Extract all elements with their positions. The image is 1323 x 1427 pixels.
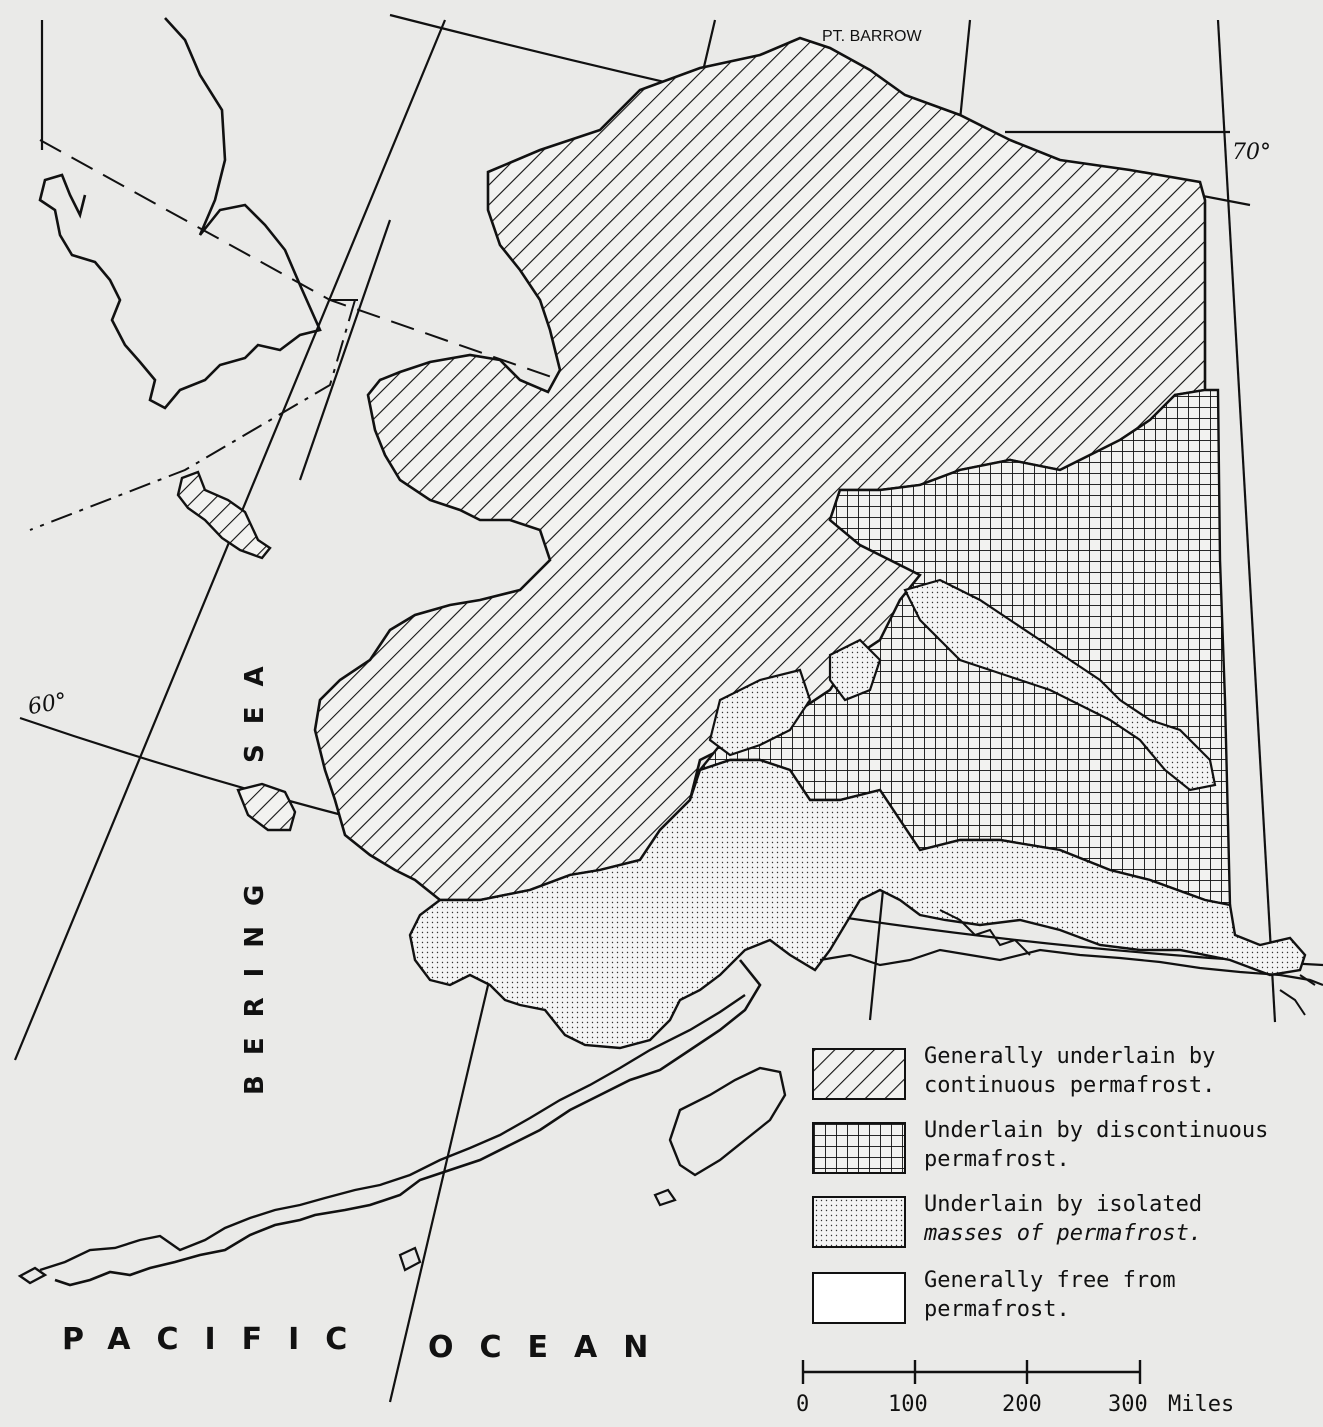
legend-text: Underlain by discontinuous permafrost. [924, 1116, 1323, 1174]
ocean-label: OCEAN [428, 1330, 675, 1365]
scale-tick-label: 100 [888, 1392, 928, 1417]
scale-tick-label: 0 [796, 1392, 810, 1417]
aleutian-west-islet [17, 1266, 48, 1285]
scale-unit-label: Miles [1168, 1392, 1235, 1417]
kodiak-island [668, 1066, 787, 1177]
st-lawrence-island [176, 470, 272, 560]
legend-text: Generally free from permafrost. [924, 1266, 1323, 1324]
panhandle-coast [819, 948, 1323, 987]
legend-line: continuous permafrost. [924, 1073, 1216, 1098]
panhandle-islands [939, 909, 1316, 1016]
legend-line: masses of permafrost. [924, 1221, 1203, 1246]
aleutian-islet [653, 1188, 677, 1207]
boundary-lines [29, 139, 561, 531]
aleutian-islet [398, 1246, 422, 1272]
nunivak-island [236, 782, 297, 832]
meridian-line [298, 219, 392, 481]
blank-swatch [812, 1272, 906, 1324]
aleutian-islands [39, 994, 746, 1272]
legend-text: Underlain by isolated masses of permafro… [924, 1190, 1323, 1248]
siberia-coast [38, 17, 322, 410]
meridian-line [1216, 19, 1277, 1023]
isolated-permafrost-central [828, 638, 882, 702]
latitude-70-label: 70° [1232, 140, 1271, 165]
isolated-permafrost-west [708, 668, 812, 757]
legend-line: Generally free from [924, 1268, 1176, 1293]
pt-barrow-label: PT. BARROW [822, 28, 922, 45]
grid-hatch-swatch [812, 1122, 906, 1174]
isolated-permafrost-region [408, 758, 1307, 1050]
legend-line: Generally underlain by [924, 1044, 1216, 1069]
stipple-swatch [812, 1196, 906, 1248]
alaska-peninsula [54, 959, 762, 1287]
pacific-label: PACIFIC [62, 1322, 374, 1357]
legend-text: Generally underlain by continuous permaf… [924, 1042, 1323, 1100]
legend-line: Underlain by isolated [924, 1192, 1203, 1217]
isolated-permafrost-inland [903, 578, 1217, 792]
scale-tick-label: 200 [1002, 1392, 1042, 1417]
diagonal-hatch-swatch [812, 1048, 906, 1100]
boundary-dash-dot [29, 299, 356, 531]
legend-line: Underlain by discontinuous [924, 1118, 1269, 1143]
scale-tick-label: 300 [1108, 1392, 1148, 1417]
legend-line: permafrost. [924, 1147, 1070, 1172]
legend-line: permafrost. [924, 1297, 1070, 1322]
